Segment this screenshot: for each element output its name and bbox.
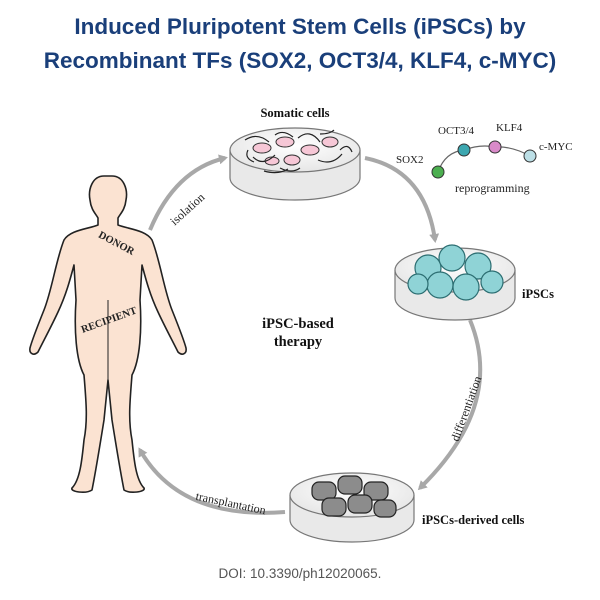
- derived-cells-label: iPSCs-derived cells: [422, 513, 525, 527]
- isolation-label: isolation: [167, 190, 207, 228]
- somatic-cells-dish: [229, 127, 361, 201]
- ipscs-label: iPSCs: [522, 287, 554, 301]
- ipsc-cell-cluster: [407, 244, 504, 301]
- reprogramming-arrow: [364, 156, 440, 243]
- klf4-bead: [488, 140, 502, 154]
- transplantation-label: transplantation: [194, 489, 267, 518]
- somatic-cells-label: Somatic cells: [260, 106, 329, 120]
- ipscs-dish: [394, 244, 516, 321]
- transplantation-arrow: [138, 447, 286, 515]
- oct34-label: OCT3/4: [438, 125, 475, 137]
- derived-cells-dish: [289, 472, 415, 543]
- klf4-label: KLF4: [496, 122, 523, 134]
- center-label-line-2: therapy: [274, 334, 323, 350]
- transcription-factor-chain: [431, 140, 537, 179]
- page-title: Induced Pluripotent Stem Cells (iPSCs) b…: [0, 10, 600, 78]
- oct34-bead: [457, 143, 471, 157]
- isolation-arrow: [148, 154, 228, 231]
- center-label-line-1: iPSC-based: [262, 316, 334, 332]
- somatic-cell-cluster: [244, 129, 353, 174]
- title-line-1: Induced Pluripotent Stem Cells (iPSCs) b…: [74, 14, 526, 39]
- sox2-bead: [431, 165, 445, 179]
- cmyc-bead: [523, 149, 537, 163]
- cmyc-label: c-MYC: [539, 141, 573, 153]
- reprogramming-label: reprogramming: [455, 181, 530, 195]
- differentiation-arrow: [417, 319, 483, 491]
- derived-cell-cluster: [311, 475, 397, 518]
- human-figure: [29, 175, 187, 493]
- title-line-2: Recombinant TFs (SOX2, OCT3/4, KLF4, c-M…: [43, 48, 557, 73]
- sox2-label: SOX2: [396, 154, 424, 166]
- differentiation-label: differentiation: [448, 374, 485, 443]
- doi-citation: DOI: 10.3390/ph12020065.: [218, 566, 382, 581]
